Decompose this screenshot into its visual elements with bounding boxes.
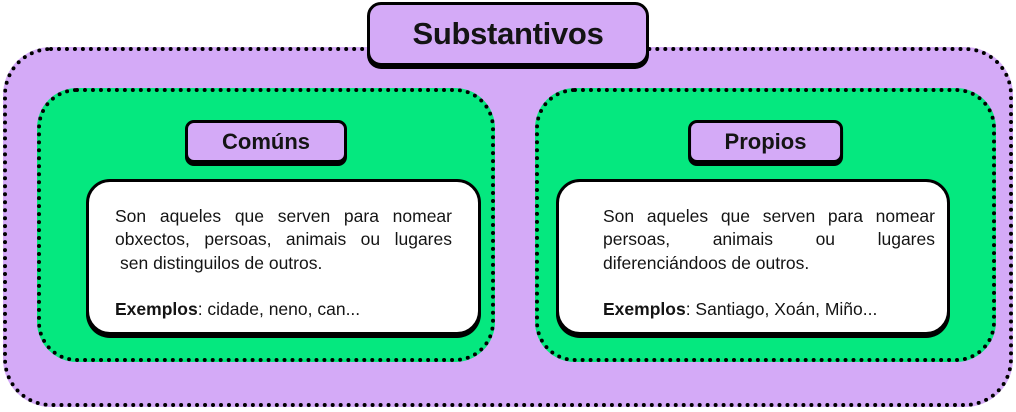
examples-text: : cidade, neno, can... — [197, 299, 361, 320]
panel-propios: Propios Son aqueles que serven para nome… — [535, 88, 996, 362]
diagram-title: Substantivos — [412, 16, 604, 51]
examples-line: Exemplos: Santiago, Xoán, Miño... — [603, 298, 935, 321]
panel-label-box-comuns: Comúns — [185, 120, 347, 163]
examples-label: Exemplos — [603, 299, 686, 320]
description-line: persoas, animais ou lugares — [603, 229, 935, 250]
examples-text: : Santiago, Xoán, Miño... — [685, 299, 878, 320]
description-card-propios: Son aqueles que serven para nomear perso… — [556, 179, 950, 335]
description-line: sen distinguilos de outros. — [120, 252, 323, 273]
panel-label-comuns: Comúns — [222, 128, 310, 154]
description-line: diferenciándoos de outros. — [603, 252, 810, 273]
panel-comuns: Comúns Son aqueles que serven para nomea… — [37, 88, 495, 362]
panel-label-propios: Propios — [724, 128, 807, 154]
description-line: obxectos, persoas, animais ou lugares — [115, 229, 452, 250]
description-line: Son aqueles que serven para nomear — [603, 206, 935, 226]
description-card-comuns: Son aqueles que serven para nomear obxec… — [86, 179, 481, 335]
examples-label: Exemplos — [115, 299, 198, 320]
examples-line: Exemplos: cidade, neno, can... — [115, 298, 452, 321]
title-box: Substantivos — [367, 2, 649, 66]
panel-label-box-propios: Propios — [687, 120, 844, 163]
description-line: Son aqueles que serven para nomear — [115, 206, 452, 226]
